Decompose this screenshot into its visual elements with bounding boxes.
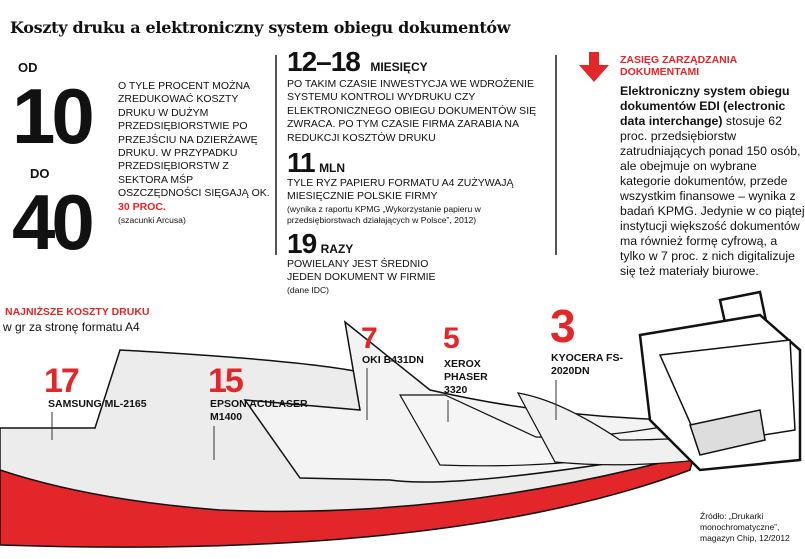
col1-text: O TYLE PROCENT MOŻNA ZREDUKOWAĆ KOSZTY D… bbox=[118, 80, 270, 227]
category-label-xerox: XEROX PHASER 3320 bbox=[444, 358, 488, 396]
chart-subtitle: w gr za stronę formatu A4 bbox=[3, 320, 140, 334]
stat1-unit: MIESIĘCY bbox=[370, 60, 428, 74]
credit: RM bbox=[10, 548, 20, 554]
category-label-samsung: SAMSUNG ML-2165 bbox=[48, 398, 147, 410]
category-label-epson: EPSON ACULASER M1400 bbox=[210, 398, 308, 423]
category-label-kyocera: KYOCERA FS-2020DN bbox=[551, 352, 623, 377]
stat2-text: TYLE RYZ PAPIERU FORMATU A4 ZUŻYWAJĄ MIE… bbox=[287, 177, 514, 203]
value-label-kyocera: 3 bbox=[550, 300, 576, 352]
source-note: Źródło: „Drukarki monochromatyczne”, mag… bbox=[700, 511, 790, 543]
chart-title: NAJNIŻSZE KOSZTY DRUKU bbox=[5, 306, 150, 318]
to-value: 40 bbox=[12, 178, 95, 266]
col3-text: Elektroniczny system obiegu dokumentów E… bbox=[620, 84, 805, 279]
stat3-unit: RAZY bbox=[320, 241, 354, 256]
col2: 12–18 MIESIĘCY PO TAKIM CZASIE INWESTYCJ… bbox=[287, 48, 549, 296]
value-label-xerox: 5 bbox=[443, 322, 460, 355]
printer-icon bbox=[638, 290, 802, 472]
stat3-text: POWIELANY JEST ŚREDNIO JEDEN DOKUMENT W … bbox=[287, 257, 436, 284]
stat3-note: (dane IDC) bbox=[287, 284, 330, 295]
page-title: Koszty druku a elektroniczny system obie… bbox=[10, 18, 511, 37]
stat1-text: PO TAKIM CZASIE INWESTYCJA WE WDROŻENIE … bbox=[287, 78, 537, 144]
col3-heading: ZASIĘG ZARZĄDZANIA DOKUMENTAMI bbox=[620, 54, 737, 78]
value-label-samsung: 17 bbox=[44, 362, 80, 400]
category-label-oki: OKI B431DN bbox=[362, 354, 424, 366]
stat2-value: 11 bbox=[287, 147, 316, 179]
stat3-value: 19 bbox=[287, 227, 317, 259]
stat2-unit: MLN bbox=[319, 161, 346, 176]
col1-body: O TYLE PROCENT MOŻNA ZREDUKOWAĆ KOSZTY D… bbox=[118, 80, 258, 200]
col1-ok: OK. bbox=[251, 187, 270, 200]
divider bbox=[275, 55, 277, 255]
stat2-note: (wynika z raportu KPMG „Wykorzystanie pa… bbox=[287, 203, 481, 225]
col3-bold: Elektroniczny system obiegu dokumentów E… bbox=[620, 84, 790, 128]
from-label: OD bbox=[18, 60, 38, 75]
col3-body: stosuje 62 proc. przedsiębiorstw zatrudn… bbox=[620, 114, 805, 278]
value-label-epson: 15 bbox=[208, 362, 244, 400]
col1-highlight: 30 PROC. bbox=[118, 200, 166, 213]
divider bbox=[555, 55, 557, 255]
to-label: DO bbox=[30, 166, 50, 181]
col1-note: (szacunki Arcusa) bbox=[118, 215, 186, 226]
arrow-down-icon bbox=[579, 52, 609, 82]
from-value: 10 bbox=[12, 72, 95, 160]
value-label-oki: 7 bbox=[361, 322, 378, 355]
stat1-value: 12–18 bbox=[287, 46, 361, 77]
